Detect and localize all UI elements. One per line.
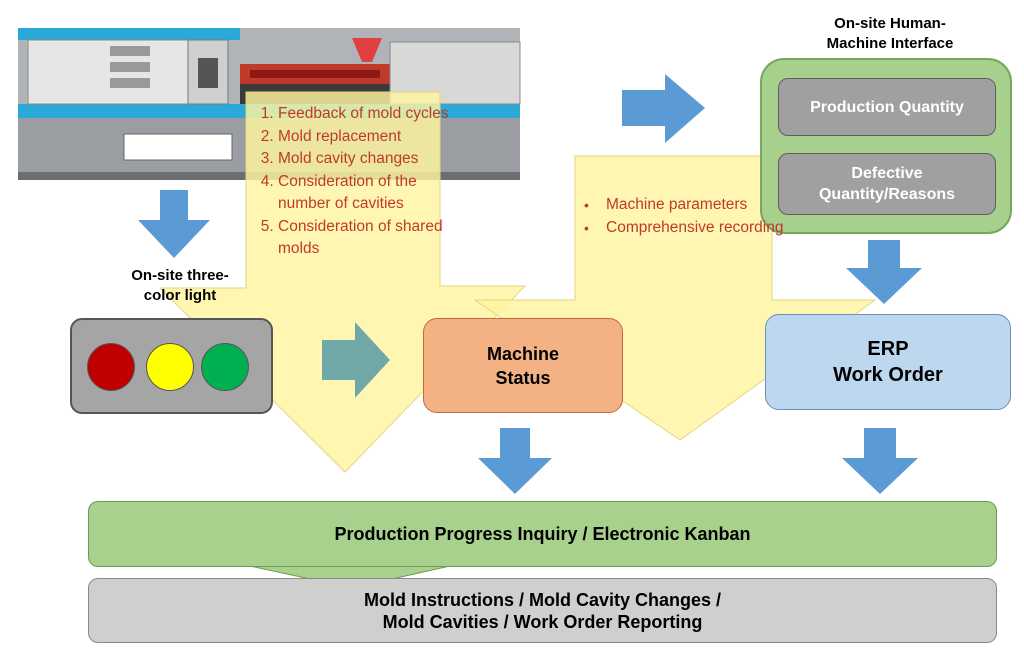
- light-label-line2: color light: [143, 287, 217, 304]
- hmi-title: On-site Human- Machine Interface: [790, 14, 990, 54]
- mold-feedback-list: Feedback of mold cycles Mold replacement…: [252, 103, 463, 261]
- list-item: Comprehensive recording: [584, 217, 791, 240]
- arrow-right-to-status: [322, 322, 390, 398]
- arrow-right-to-hmi: [622, 74, 705, 143]
- erp-line2: Work Order: [833, 364, 943, 386]
- red-lamp-icon: [87, 343, 135, 391]
- hmi-title-line1: On-site Human-: [834, 15, 946, 32]
- hmi-title-line2: Machine Interface: [826, 35, 954, 52]
- mold-line1: Mold Instructions / Mold Cavity Changes …: [363, 589, 722, 610]
- production-progress-bar: Production Progress Inquiry / Electronic…: [88, 501, 997, 567]
- machine-status-line1: Machine: [486, 343, 560, 364]
- machine-status-box: Machine Status: [423, 318, 623, 413]
- machine-status-line2: Status: [495, 367, 551, 388]
- arrow-down-to-erp: [846, 240, 922, 304]
- mold-instructions-bar: Mold Instructions / Mold Cavity Changes …: [88, 578, 997, 643]
- list-item: Mold cavity changes: [278, 148, 463, 171]
- erp-work-order-box: ERP Work Order: [765, 314, 1011, 410]
- three-color-light-label: On-site three- color light: [100, 266, 260, 306]
- erp-line1: ERP: [867, 338, 909, 360]
- list-item: Consideration of shared molds: [278, 216, 463, 261]
- list-item: Feedback of mold cycles: [278, 103, 463, 126]
- arrow-down-to-light: [138, 190, 210, 258]
- yellow-lamp-icon: [146, 343, 194, 391]
- mold-line2: Mold Cavities / Work Order Reporting: [382, 611, 703, 632]
- production-quantity-box: Production Quantity: [778, 78, 996, 136]
- list-item: Machine parameters: [584, 194, 791, 217]
- machine-params-list: Machine parameters Comprehensive recordi…: [580, 194, 791, 239]
- list-item: Mold replacement: [278, 126, 463, 149]
- defective-line2: Quantity/Reasons: [818, 186, 956, 203]
- arrow-down-from-erp: [842, 428, 918, 494]
- defective-line1: Defective: [851, 165, 923, 182]
- defective-quantity-box: Defective Quantity/Reasons: [778, 153, 996, 215]
- production-quantity-label: Production Quantity: [810, 98, 964, 116]
- light-label-line1: On-site three-: [131, 267, 229, 284]
- green-lamp-icon: [201, 343, 249, 391]
- list-item: Consideration of the number of cavities: [278, 171, 463, 216]
- production-progress-label: Production Progress Inquiry / Electronic…: [334, 523, 751, 544]
- arrow-down-from-status: [478, 428, 552, 494]
